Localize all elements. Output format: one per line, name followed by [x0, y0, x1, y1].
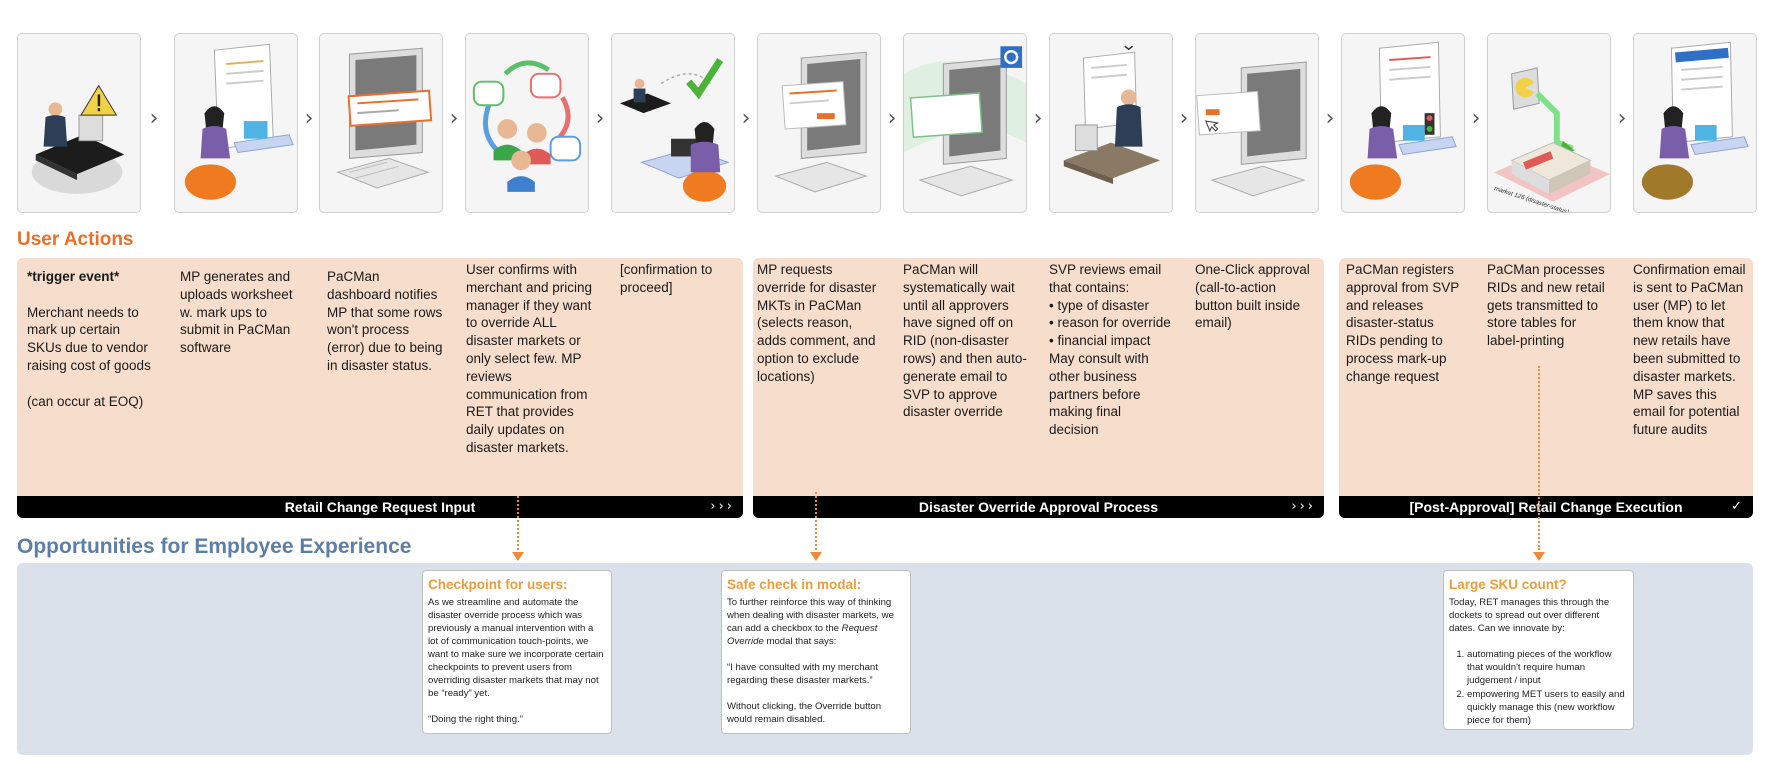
svp-line: • type of disaster: [1049, 297, 1150, 313]
step-card-7: [903, 33, 1027, 213]
note-safe-check: Safe check in modal: To further reinforc…: [721, 570, 911, 734]
connector-line: [517, 496, 519, 550]
note-paragraph: Today, RET manages this through the dock…: [1449, 597, 1610, 634]
monitor-error-icon: [336, 47, 433, 189]
woman-laptop-approved-icon: [1349, 41, 1457, 200]
retail-change-request-panel: *trigger event* Merchant needs to mark u…: [17, 258, 743, 518]
woman-laptop-confirm-icon: [1641, 41, 1749, 200]
step-card-12: [1633, 33, 1757, 213]
chevron-right-icon: ›: [595, 106, 605, 131]
note-title: Safe check in modal:: [727, 577, 862, 592]
approved-desk-icon: [619, 58, 730, 202]
chevron-right-icon: ›: [1325, 106, 1335, 131]
note-paragraph: To further reinforce this way of thinkin…: [727, 596, 905, 648]
step-trigger-event: *trigger event* Merchant needs to mark u…: [27, 268, 152, 410]
phase-bar-label: Disaster Override Approval Process: [918, 499, 1159, 515]
step-card-10: [1341, 33, 1465, 213]
note-italic-text: Request Override: [727, 623, 878, 647]
people-communication-icon: [472, 60, 582, 192]
note-paragraph: “Doing the right thing.”: [428, 714, 523, 725]
note-paragraph: Without clicking, the Override button wo…: [727, 701, 882, 725]
note-list: automating pieces of the workflow that w…: [1449, 648, 1628, 727]
phase-bar: [Post-Approval] Retail Change Execution …: [1339, 496, 1753, 518]
connector-arrow-icon: [512, 552, 524, 561]
step-card-3: [319, 33, 443, 213]
opportunities-heading: Opportunities for Employee Experience: [17, 535, 412, 558]
chevron-right-icon: ›: [1033, 106, 1043, 131]
step-dashboard-notifies: PaCMan dashboard notifies MP that some r…: [327, 269, 443, 373]
note-checkpoint: Checkpoint for users: As we streamline a…: [422, 570, 612, 734]
step-confirmation: [confirmation to proceed]: [620, 262, 713, 295]
step-user-confirms: User confirms with merchant and pricing …: [466, 262, 593, 455]
one-click-approval-icon: [1196, 61, 1307, 197]
chevron-right-icon: ›: [741, 106, 751, 131]
step-card-5: [611, 33, 735, 213]
step-request-override: MP requests override for disaster MKTs i…: [757, 262, 877, 384]
disaster-override-approval-panel: MP requests override for disaster MKTs i…: [753, 258, 1324, 518]
post-approval-execution-panel: PaCMan registers approval from SVP and r…: [1339, 258, 1753, 518]
step-card-6: [757, 33, 881, 213]
note-paragraph: As we streamline and automate the disast…: [428, 597, 604, 699]
step-card-8: [1049, 33, 1173, 213]
svp-line: May consult with other business partners…: [1049, 350, 1149, 438]
user-actions-heading: User Actions: [17, 229, 134, 250]
note-paragraph: “I have consulted with my merchant regar…: [727, 662, 878, 686]
connector-arrow-icon: [1533, 552, 1545, 561]
note-title: Large SKU count?: [1449, 577, 1567, 592]
svp-line: • reason for override: [1049, 315, 1171, 331]
step-one-click-approval: One-Click approval (call-to-action butto…: [1195, 262, 1310, 331]
monitor-modal-icon: [774, 51, 868, 193]
step-card-9: [1195, 33, 1319, 213]
triple-chevron-icon: ›››: [1291, 499, 1316, 514]
step-systematic-wait: PaCMan will systematically wait until al…: [903, 262, 1027, 420]
step-note: (can occur at EOQ): [27, 393, 144, 409]
woman-laptop-icon: [184, 43, 294, 200]
step-card-11: market 126 (disaster-status): [1487, 33, 1611, 213]
pacman-store-icon: market 126 (disaster-status): [1493, 67, 1610, 212]
note-text: modal that says:: [763, 636, 837, 647]
list-item: empowering MET users to easily and quick…: [1467, 688, 1628, 727]
list-item: automating pieces of the workflow that w…: [1467, 648, 1628, 687]
monitor-outlook-icon: [904, 46, 1026, 197]
man-reviewing-icon: [1063, 45, 1161, 184]
step-text: Merchant needs to mark up certain SKUs d…: [27, 304, 151, 373]
chevron-right-icon: ›: [887, 106, 897, 131]
chevron-right-icon: ›: [1617, 106, 1627, 131]
phase-bar: Retail Change Request Input ›››: [17, 496, 743, 518]
step-processes-rids: PaCMan processes RIDs and new retail get…: [1487, 262, 1605, 349]
step-svp-reviews: SVP reviews email that contains: • type …: [1049, 261, 1173, 439]
connector-line: [815, 492, 817, 550]
chevron-right-icon: ›: [1471, 106, 1481, 131]
note-large-sku: Large SKU count? Today, RET manages this…: [1443, 570, 1634, 730]
trigger-label: *trigger event*: [27, 269, 120, 284]
triple-chevron-icon: ›››: [710, 499, 735, 514]
step-card-1: [17, 33, 141, 213]
chevron-right-icon: ›: [149, 106, 159, 131]
note-title: Checkpoint for users:: [428, 577, 568, 592]
step-confirmation-email: Confirmation email is sent to PaCMan use…: [1633, 262, 1746, 438]
chevron-right-icon: ›: [1179, 106, 1189, 131]
step-card-2: [174, 33, 298, 213]
connector-arrow-icon: [810, 552, 822, 561]
alert-merchant-icon: [31, 84, 125, 194]
phase-bar-label: [Post-Approval] Retail Change Execution: [1409, 499, 1683, 515]
step-registers-approval: PaCMan registers approval from SVP and r…: [1346, 262, 1460, 384]
check-icon: ✓: [1731, 499, 1745, 514]
chevron-right-icon: ›: [304, 106, 314, 131]
phase-bar-label: Retail Change Request Input: [284, 499, 476, 515]
phase-bar: Disaster Override Approval Process ›››: [753, 496, 1324, 518]
svp-line: SVP reviews email that contains:: [1049, 262, 1162, 295]
step-card-4: [465, 33, 589, 213]
chevron-right-icon: ›: [449, 106, 459, 131]
step-upload-worksheet: MP generates and uploads worksheet w. ma…: [180, 269, 293, 356]
note-text: To further reinforce this way of thinkin…: [727, 597, 894, 634]
svp-line: • financial impact: [1049, 333, 1151, 349]
connector-line: [1538, 366, 1540, 550]
